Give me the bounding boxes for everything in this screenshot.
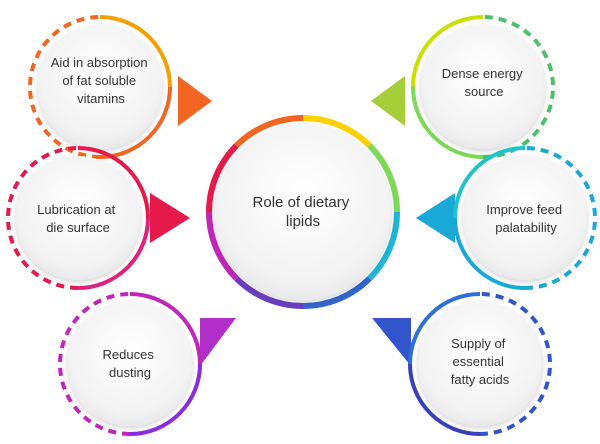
node-lubrication-ring-solid bbox=[77, 217, 150, 290]
center-node: Role of dietary lipids bbox=[205, 114, 401, 310]
node-fatty-acids-line: Supply of bbox=[451, 336, 506, 351]
node-fatty-acids-line: essential bbox=[453, 354, 504, 369]
center-ring-seg bbox=[302, 276, 372, 310]
node-palatability-ring-dashed bbox=[524, 146, 597, 290]
node-fatty-acids-ring-solid bbox=[408, 292, 481, 365]
node-energy: Dense energy source bbox=[371, 15, 555, 159]
node-lubrication-line: die surface bbox=[46, 220, 110, 235]
center-ring-seg bbox=[205, 211, 239, 281]
node-energy-label: Dense energy source bbox=[442, 66, 527, 99]
node-dusting-label: Reduces dusting bbox=[103, 347, 158, 380]
node-absorption: Aid in absorption of fat soluble vitamin… bbox=[28, 15, 212, 159]
node-fatty-acids-ring-dashed bbox=[479, 292, 552, 436]
center-label: Role of dietary lipids bbox=[253, 194, 354, 230]
node-fatty-acids-label: Supply of essential fatty acids bbox=[451, 336, 510, 387]
center-ring-seg bbox=[367, 211, 401, 281]
node-absorption-circle bbox=[38, 25, 162, 149]
center-ring-seg bbox=[234, 276, 304, 310]
node-dusting-ring-solid bbox=[129, 363, 202, 436]
node-dusting-ring-dashed bbox=[58, 292, 131, 436]
node-dusting-ring-solid bbox=[129, 292, 202, 365]
node-lubrication-circle bbox=[16, 156, 140, 280]
node-palatability: Improve feed palatability bbox=[416, 146, 597, 290]
node-energy-line: source bbox=[464, 84, 503, 99]
node-dusting-pointer bbox=[200, 318, 236, 366]
node-dusting: Reduces dusting bbox=[58, 292, 236, 436]
node-fatty-acids-pointer bbox=[372, 318, 411, 366]
node-absorption-label: Aid in absorption of fat soluble vitamin… bbox=[51, 55, 151, 106]
node-energy-ring-solid bbox=[411, 86, 484, 159]
node-fatty-acids: Supply of essential fatty acids bbox=[372, 292, 552, 436]
node-lubrication-ring-solid bbox=[77, 146, 150, 219]
center-ring bbox=[205, 114, 401, 310]
node-palatability-ring-solid bbox=[453, 146, 526, 219]
node-dusting-circle bbox=[68, 302, 192, 426]
center-label-line: lipids bbox=[286, 213, 320, 230]
node-dusting-line: dusting bbox=[109, 365, 151, 380]
center-circle bbox=[215, 124, 391, 300]
node-energy-circle bbox=[421, 25, 545, 149]
node-energy-pointer bbox=[371, 76, 405, 126]
node-palatability-pointer bbox=[416, 193, 455, 243]
node-energy-line: Dense energy bbox=[442, 66, 523, 81]
node-fatty-acids-line: fatty acids bbox=[451, 372, 510, 387]
center-ring-seg bbox=[367, 143, 401, 213]
node-lubrication-label: Lubrication at die surface bbox=[37, 202, 119, 235]
node-dusting-line: Reduces bbox=[103, 347, 155, 362]
node-fatty-acids-circle bbox=[418, 302, 542, 426]
node-palatability-line: palatability bbox=[495, 220, 557, 235]
node-palatability-label: Improve feed palatability bbox=[486, 202, 566, 235]
node-absorption-ring-solid bbox=[99, 15, 172, 88]
center-ring-seg bbox=[302, 114, 372, 148]
center-ring-seg bbox=[205, 143, 239, 213]
node-lubrication-ring-dashed bbox=[6, 146, 79, 290]
node-palatability-ring-solid bbox=[453, 217, 526, 290]
node-absorption-pointer bbox=[178, 76, 212, 126]
center-ring-seg bbox=[234, 114, 304, 148]
node-lubrication: Lubrication at die surface bbox=[6, 146, 190, 290]
node-energy-ring-solid bbox=[411, 15, 484, 88]
node-absorption-line: of fat soluble bbox=[62, 73, 136, 88]
node-palatability-line: Improve feed bbox=[486, 202, 562, 217]
node-lubrication-line: Lubrication at bbox=[37, 202, 115, 217]
node-absorption-line: vitamins bbox=[77, 91, 125, 106]
center-label-line: Role of dietary bbox=[253, 194, 350, 211]
node-fatty-acids-ring-solid bbox=[408, 363, 481, 436]
node-palatability-circle bbox=[463, 156, 587, 280]
node-absorption-line: Aid in absorption bbox=[51, 55, 148, 70]
node-lubrication-pointer bbox=[150, 193, 190, 243]
